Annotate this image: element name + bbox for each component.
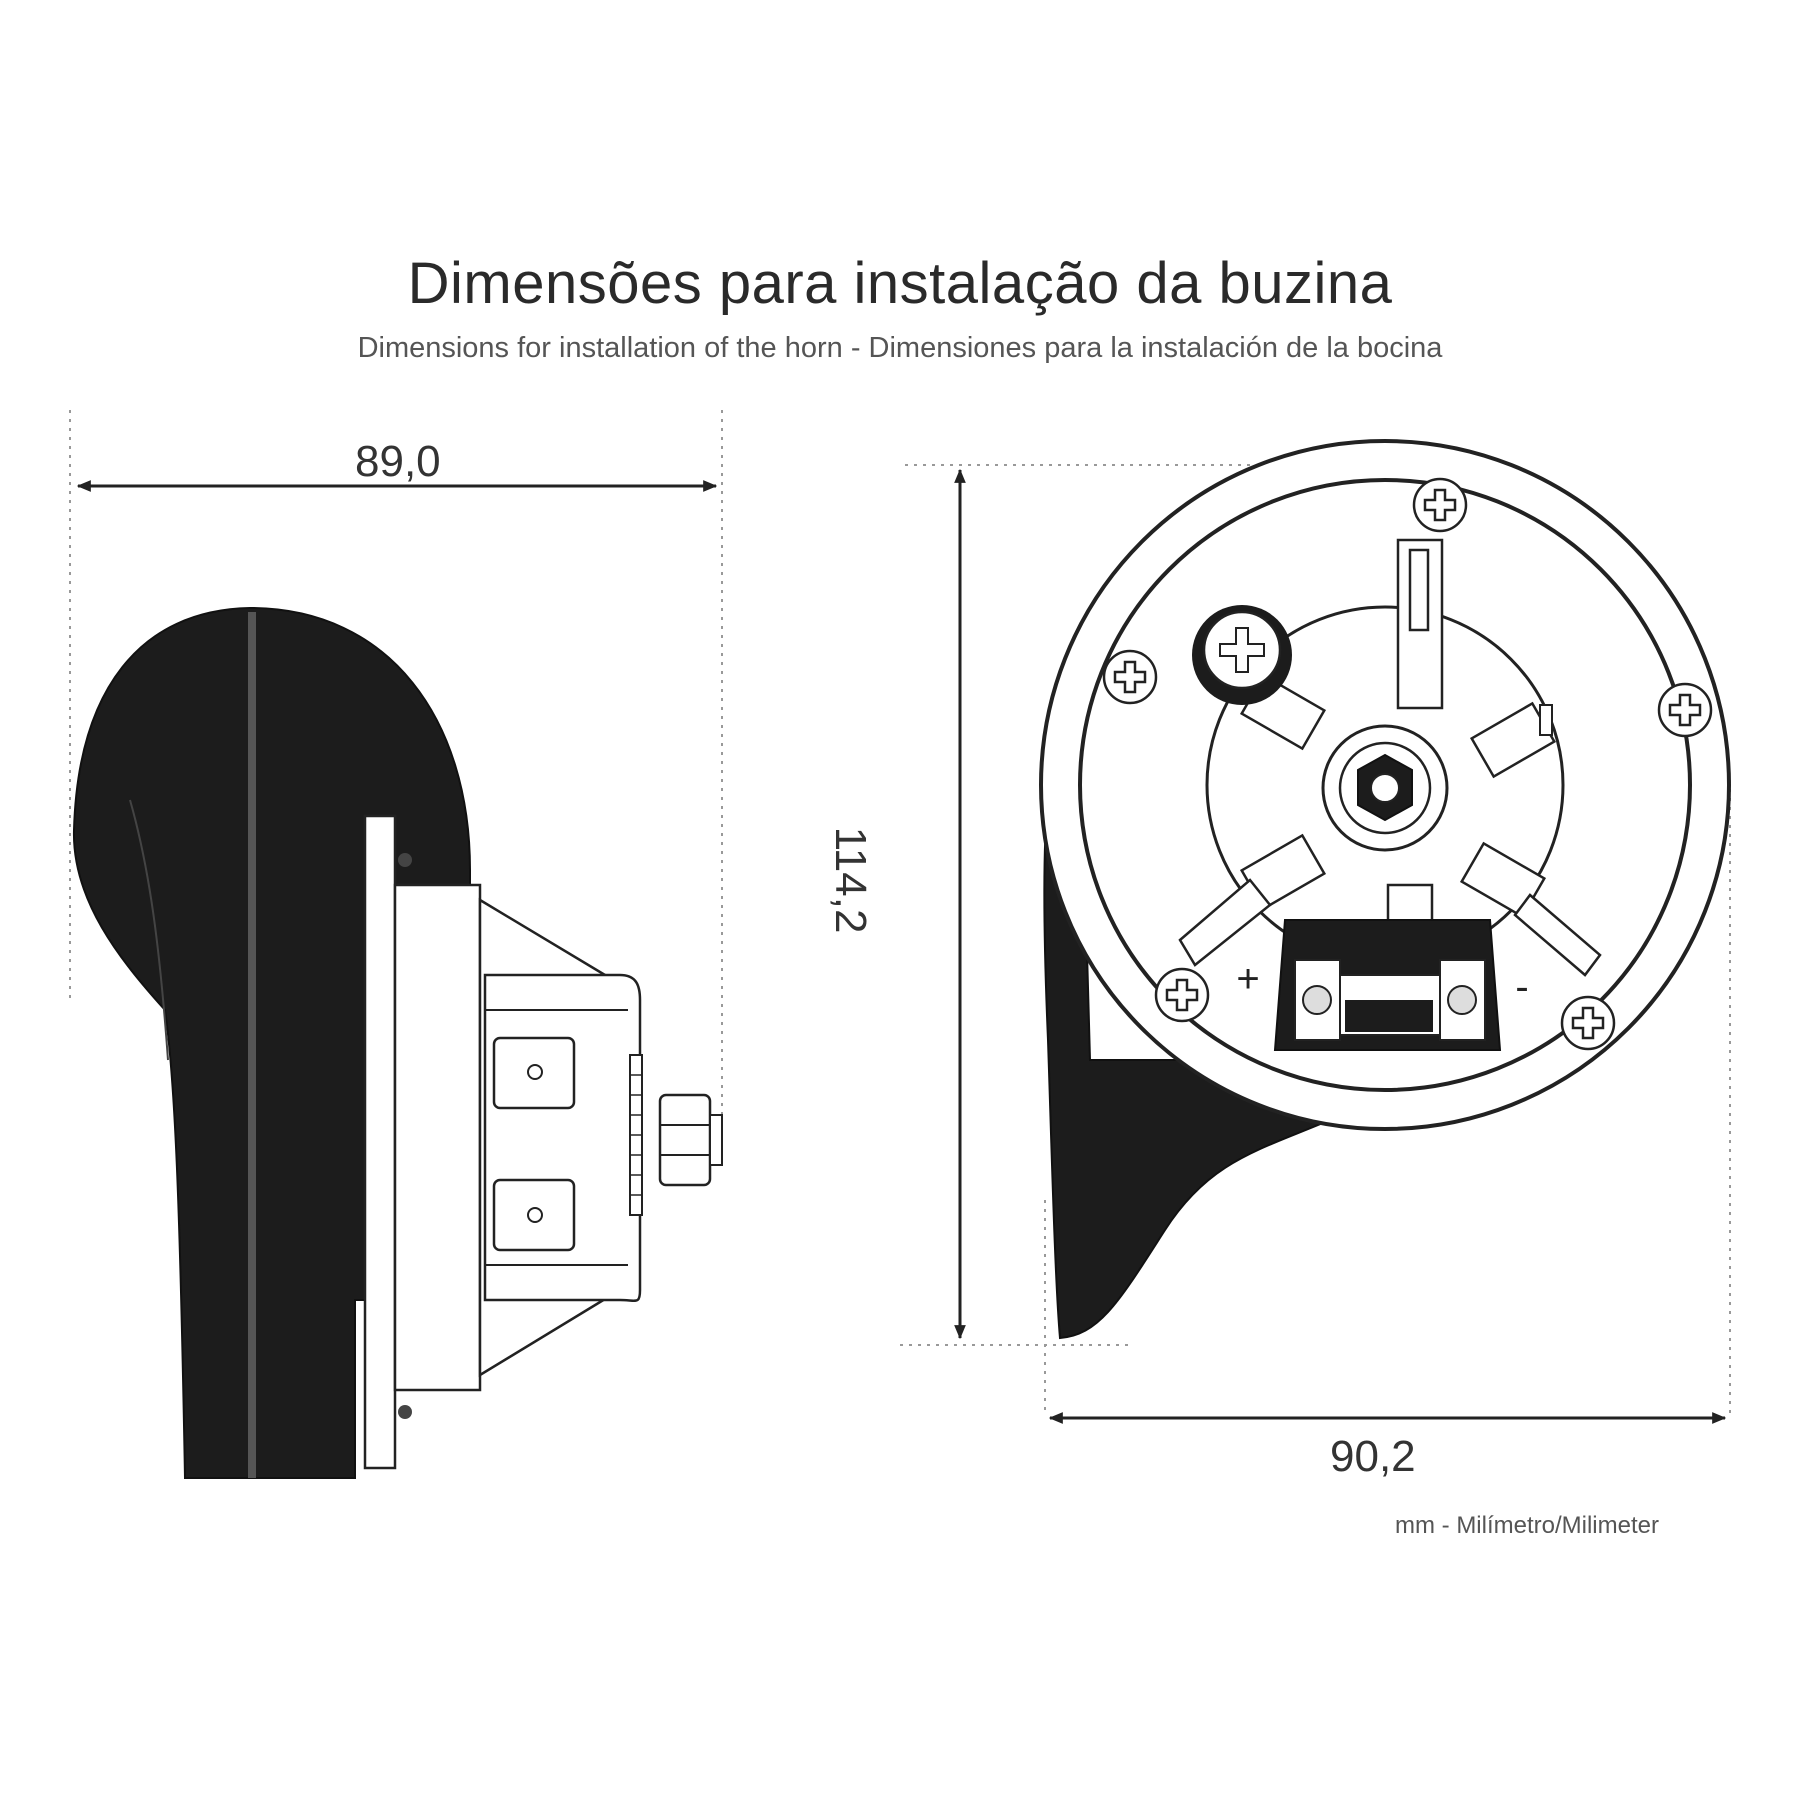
side-spade-terminal-top — [492, 1036, 576, 1110]
side-housing — [393, 883, 482, 1392]
unit-note: mm - Milímetro/Milimeter — [1395, 1512, 1659, 1539]
side-spade-terminal-bottom — [492, 1178, 576, 1252]
side-stud-end — [709, 1114, 723, 1166]
ring-screw-left — [1102, 649, 1158, 705]
side-view — [69, 410, 723, 1479]
front-terminal-insulator — [1345, 1000, 1433, 1032]
side-bolt — [398, 853, 412, 867]
side-bolt — [398, 1405, 412, 1419]
horn-front-body — [1043, 688, 1332, 1340]
spoke-outer-left — [1178, 878, 1272, 967]
side-mounting-plate — [363, 814, 397, 1470]
front-center-bolt — [1370, 773, 1400, 803]
front-width-label: 90,2 — [1330, 1432, 1416, 1481]
side-nut — [658, 1093, 712, 1187]
horn-side-highlight — [129, 799, 169, 1061]
diagram-subtitle: Dimensions for installation of the horn … — [357, 332, 1443, 364]
ring-screw-bottom-left — [1154, 967, 1210, 1023]
ring-screw-right — [1657, 682, 1713, 738]
side-terminal-block — [483, 973, 642, 1303]
front-small-stud — [1539, 704, 1553, 736]
ring-screw-top — [1412, 477, 1468, 533]
spoke-outer-right — [1513, 893, 1602, 977]
negative-terminal-label: - — [1515, 965, 1528, 1009]
front-view: + - — [900, 439, 1731, 1424]
front-ring-screws — [1102, 477, 1713, 1051]
diagram-title: Dimensões para instalação da buzina — [407, 251, 1393, 316]
side-width-label: 89,0 — [355, 437, 441, 486]
ring-screw-bottom-right — [1560, 995, 1616, 1051]
front-height-label: 114,2 — [826, 826, 875, 934]
positive-terminal-label: + — [1236, 957, 1259, 1001]
